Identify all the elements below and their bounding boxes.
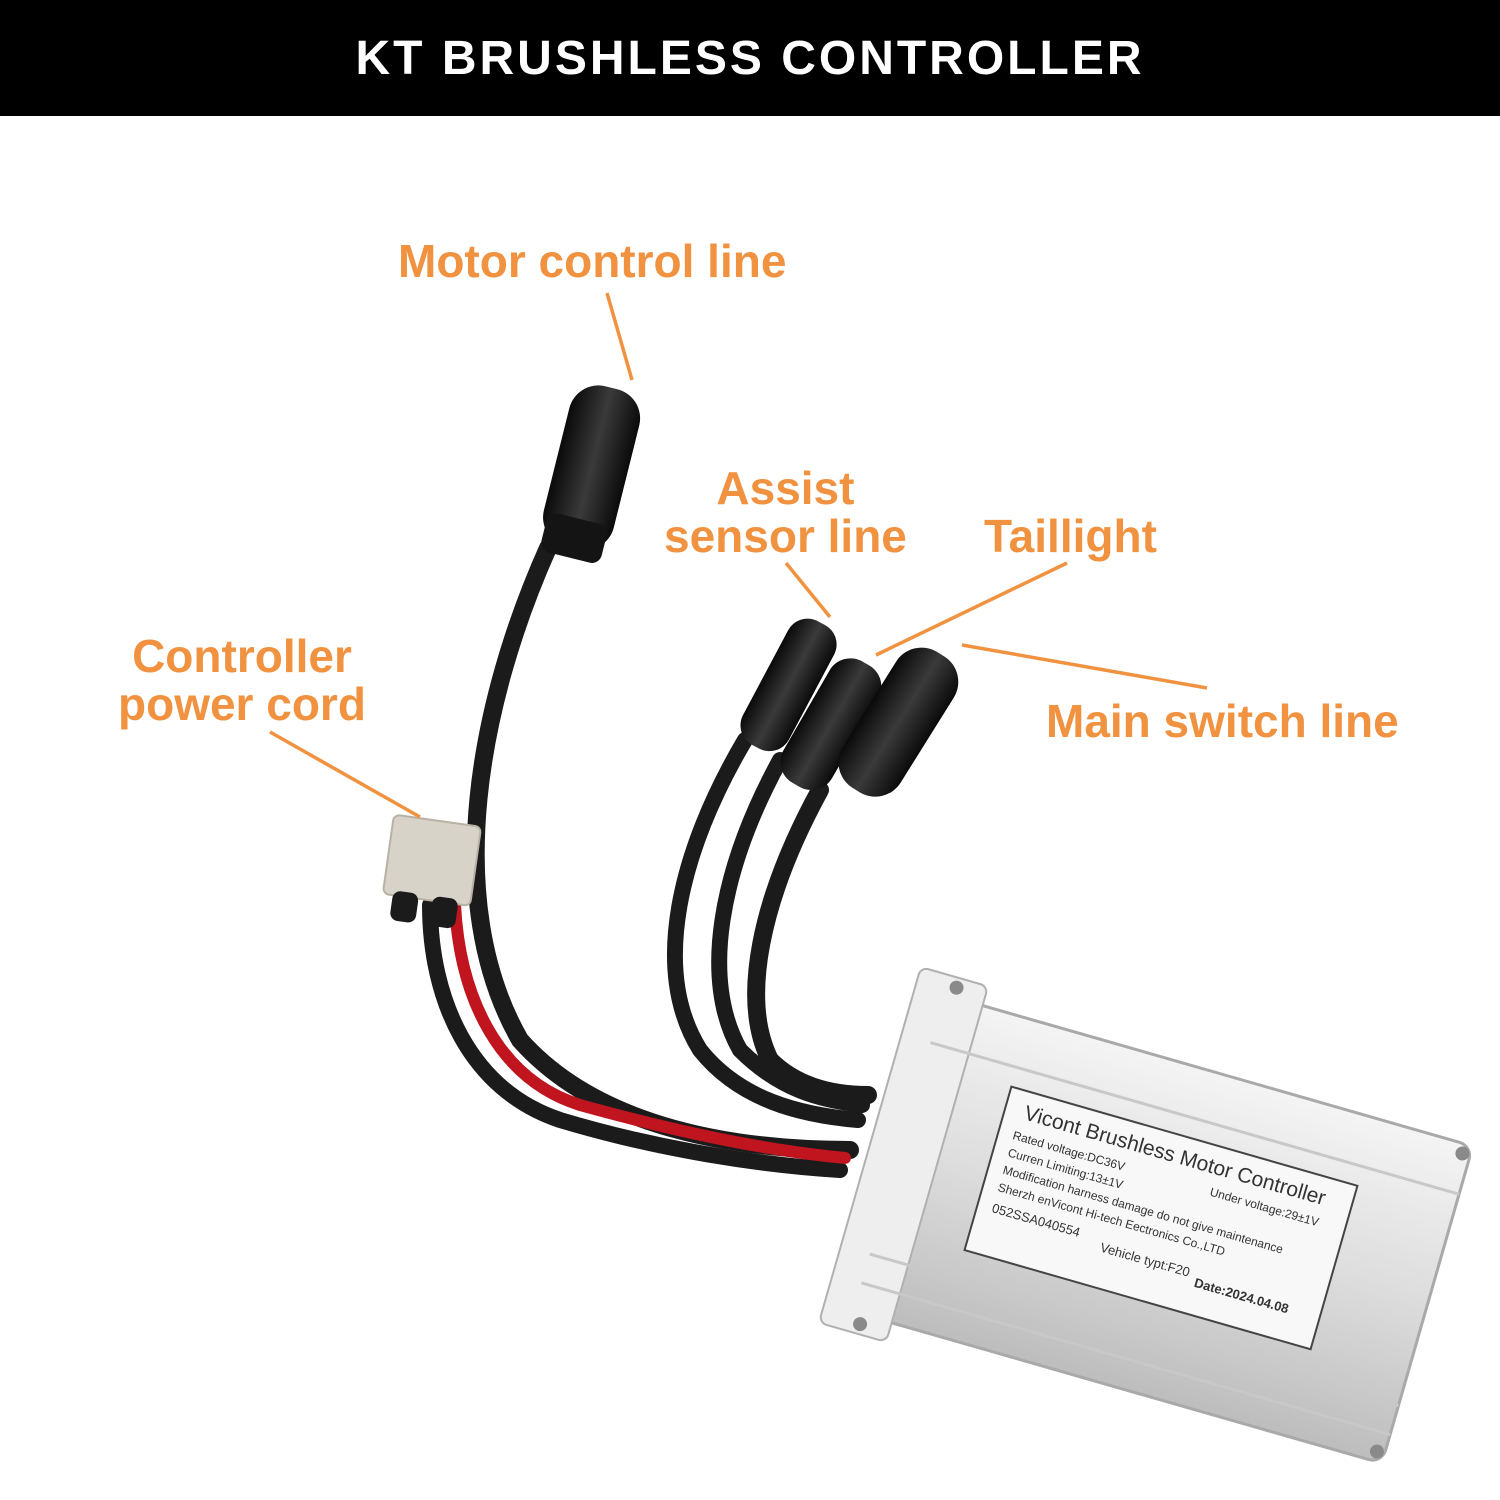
leader-lines bbox=[269, 292, 1208, 819]
callout-controller-power-cord: Controller power cord bbox=[118, 630, 366, 730]
leader-main-switch bbox=[961, 643, 1208, 690]
power-red-wire bbox=[449, 899, 851, 1164]
power-black-wire bbox=[422, 897, 848, 1178]
main-switch-connector bbox=[838, 647, 959, 797]
leader-assist-sensor bbox=[784, 561, 832, 619]
cable-bundle bbox=[422, 539, 877, 1178]
callout-assist-sensor-line: Assist sensor line bbox=[664, 462, 907, 562]
callout-main-switch-line: Main switch line bbox=[1046, 695, 1399, 747]
assist-sensor-cable bbox=[667, 732, 866, 1128]
taillight-connector bbox=[780, 658, 882, 790]
page-title: KT BRUSHLESS CONTROLLER bbox=[355, 31, 1145, 85]
controller-housing: Vicont Brushless Motor Controller Rated … bbox=[819, 967, 1472, 1462]
callout-taillight: Taillight bbox=[984, 510, 1157, 562]
assist-sensor-connector bbox=[740, 618, 837, 752]
taillight-cable bbox=[711, 752, 870, 1113]
callout-motor-control-line: Motor control line bbox=[398, 235, 787, 287]
leader-taillight bbox=[875, 561, 1068, 657]
power-plug bbox=[382, 814, 482, 929]
leader-power-cord bbox=[269, 730, 421, 819]
motor-control-connector bbox=[541, 385, 641, 563]
title-banner: KT BRUSHLESS CONTROLLER bbox=[0, 0, 1500, 116]
main-switch-cable bbox=[747, 781, 877, 1104]
leader-motor-control bbox=[605, 292, 634, 381]
